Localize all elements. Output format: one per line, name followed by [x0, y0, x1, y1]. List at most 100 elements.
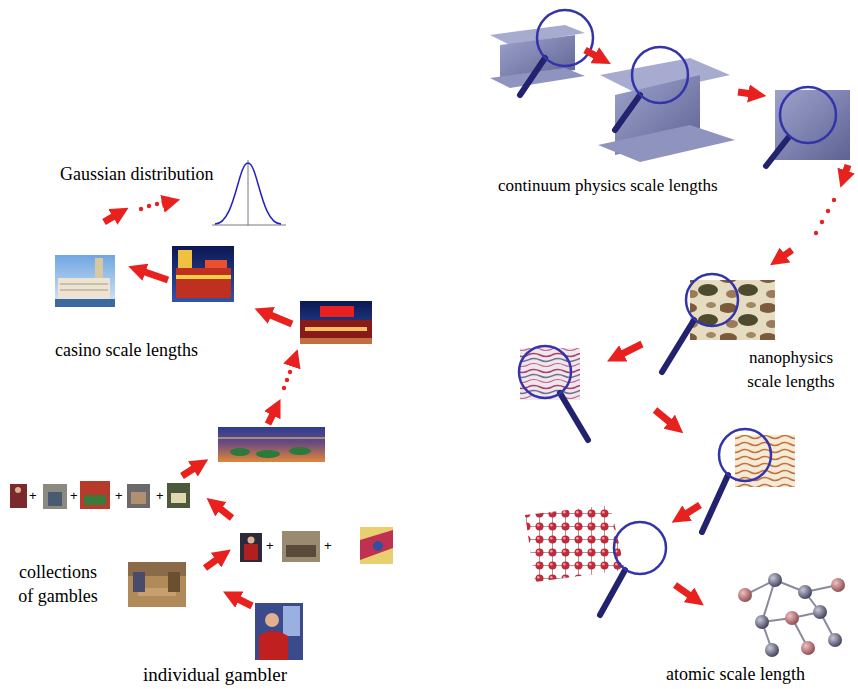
- gamble-photo: [80, 481, 110, 509]
- red-arrow: [104, 215, 116, 222]
- casino-photo: [178, 250, 192, 268]
- casino-floor-photo: [256, 450, 280, 458]
- casino-floor-photo: [218, 438, 325, 439]
- magnifier: [632, 47, 688, 103]
- casino-photo: [205, 260, 227, 268]
- casino-photo: [172, 246, 234, 302]
- magnifier: [719, 429, 771, 481]
- casino-photo: [55, 299, 115, 307]
- atomic-lattice: [525, 505, 625, 582]
- red-arrow: [104, 202, 293, 606]
- gamble-photo: [171, 493, 186, 503]
- gamble-photo: [10, 484, 27, 508]
- gamble-photo: [244, 544, 258, 560]
- casino-photo: [55, 255, 115, 307]
- gaussian-curve: [212, 160, 286, 226]
- casino-photo: [60, 290, 108, 291]
- plus-sign: +: [70, 488, 78, 503]
- gamble-photo: [10, 481, 190, 509]
- scale-label: continuum physics scale lengths: [498, 176, 718, 196]
- magnifier: [780, 87, 836, 143]
- molecule: [813, 605, 827, 619]
- gamble-photo: [360, 530, 393, 560]
- card-players-painting: [128, 562, 186, 607]
- magnifier: [615, 95, 640, 130]
- gamble-photo: [286, 545, 316, 557]
- molecule: [801, 641, 815, 655]
- red-arrow: [684, 505, 700, 515]
- scale-label-text: nanophysics scale lengths: [747, 348, 834, 391]
- magnifier: [560, 393, 588, 440]
- plus-sign: +: [266, 538, 274, 553]
- scale-label-text: individual gambler: [143, 664, 287, 685]
- plus-sign-text: +: [156, 488, 164, 503]
- casino-photo: [176, 268, 231, 298]
- microstructure-image: [690, 280, 775, 340]
- red-arrow: [162, 203, 166, 204]
- red-arrow: [147, 204, 151, 208]
- magnifier: [702, 475, 728, 532]
- red-arrow: [826, 209, 830, 213]
- gamble-photo: [373, 541, 383, 551]
- casino-photo: [300, 301, 372, 344]
- red-arrow: [820, 220, 824, 224]
- steel-beam-section: [598, 58, 735, 162]
- gamble-photo: [48, 492, 62, 506]
- scale-label: atomic scale length: [666, 664, 805, 685]
- gambler-photo: [255, 603, 303, 660]
- red-arrow: [282, 386, 286, 390]
- molecule: [768, 573, 782, 587]
- red-arrow: [182, 467, 196, 476]
- scale-label: individual gambler: [143, 664, 287, 686]
- microstructure-image: [735, 435, 795, 487]
- gamble-photo: [43, 484, 67, 509]
- red-arrow: [288, 370, 292, 374]
- scale-label-text: casino scale lengths: [55, 340, 198, 360]
- red-arrow: [832, 198, 836, 202]
- molecule: [765, 643, 779, 657]
- steel-sample: [775, 90, 850, 160]
- scale-label-text: atomic scale length: [666, 664, 805, 684]
- molecule: [828, 633, 842, 647]
- molecule: [738, 573, 845, 657]
- red-arrow: [139, 207, 143, 211]
- red-arrow: [585, 50, 848, 597]
- red-arrow: [236, 598, 252, 606]
- gamble-photo: [15, 487, 21, 493]
- red-arrow: [218, 507, 232, 518]
- casino-photo: [176, 275, 231, 279]
- casino-photo: [300, 301, 372, 344]
- plus-sign-text: +: [29, 488, 37, 503]
- gamble-photo: [131, 492, 146, 504]
- magnifier: [519, 10, 836, 615]
- magnifier: [537, 10, 593, 66]
- red-arrow: [205, 558, 219, 568]
- gambler-photo: [283, 606, 300, 636]
- casino-photo: [300, 338, 372, 344]
- gamble-photo: [240, 533, 262, 562]
- scale-label: collections of gambles: [12, 560, 104, 608]
- casino-photo: [305, 327, 367, 331]
- plus-sign-text: +: [70, 488, 78, 503]
- red-arrow: [675, 585, 692, 597]
- scale-label-text: continuum physics scale lengths: [498, 176, 718, 195]
- red-arrow: [585, 50, 598, 57]
- gaussian-curve: [212, 225, 286, 226]
- casino-floor-photo: [218, 427, 325, 462]
- plus-sign-text: +: [266, 538, 274, 553]
- plus-sign-text: +: [115, 488, 123, 503]
- casino-photo: [320, 306, 354, 317]
- red-arrow: [285, 378, 289, 382]
- card-players-painting: [168, 572, 180, 592]
- magnifier: [519, 346, 571, 398]
- casino-photo: [58, 278, 110, 300]
- gaussian-curve: [215, 163, 281, 224]
- plus-sign-text: +: [324, 538, 332, 553]
- steel-sample: [775, 90, 850, 160]
- casino-floor-photo: [230, 448, 250, 456]
- plus-sign: +: [324, 538, 332, 553]
- red-arrow: [814, 231, 818, 235]
- gamble-photo: [360, 527, 393, 564]
- steel-beam-section: [598, 125, 735, 162]
